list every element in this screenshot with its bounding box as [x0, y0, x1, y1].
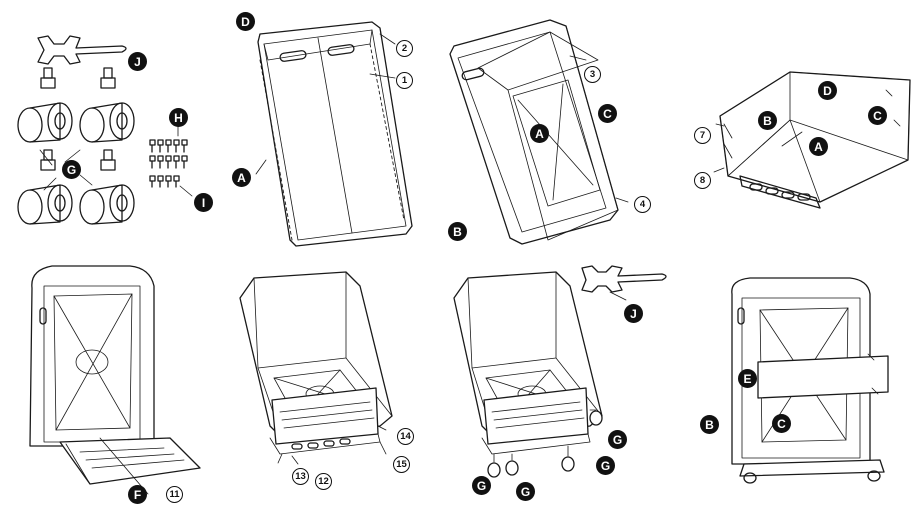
- label-a: A: [809, 137, 828, 156]
- label-g: G: [472, 476, 491, 495]
- label-g: G: [516, 482, 535, 501]
- label-a: A: [232, 168, 251, 187]
- label-d: D: [236, 12, 255, 31]
- cabinet-box-assembly-drawing: [713, 71, 911, 209]
- label-c: C: [598, 104, 617, 123]
- label-14: 14: [397, 428, 414, 445]
- caster-bottom-left: [17, 149, 73, 225]
- parts-illustration: [17, 35, 193, 225]
- caster-bottom-right: [79, 149, 135, 225]
- step-3-panel: D B C 7 A 8: [680, 0, 922, 258]
- label-c: C: [868, 106, 887, 125]
- caster-install-drawing: [453, 265, 667, 478]
- parts-panel: J H G I: [0, 0, 220, 258]
- label-13: 13: [292, 468, 309, 485]
- label-j: J: [128, 52, 147, 71]
- cabinet-front-base-drawing: [29, 265, 201, 495]
- screws-set: [149, 139, 188, 188]
- label-h: H: [169, 108, 188, 127]
- front-panel-install-drawing: [731, 277, 889, 484]
- label-e: E: [738, 369, 757, 388]
- label-b: B: [700, 415, 719, 434]
- step-7-panel: E B C: [680, 258, 922, 517]
- base-tray-assembly-drawing: [239, 271, 393, 465]
- label-11: 11: [166, 486, 183, 503]
- label-3: 3: [584, 66, 601, 83]
- label-4: 4: [634, 196, 651, 213]
- label-f: F: [128, 485, 147, 504]
- step-5-panel: 14 13 12 15: [220, 258, 438, 517]
- label-g: G: [608, 430, 627, 449]
- label-1: 1: [396, 72, 413, 89]
- label-7: 7: [694, 127, 711, 144]
- label-g: G: [62, 160, 81, 179]
- label-d: D: [818, 81, 837, 100]
- label-a: A: [530, 124, 549, 143]
- label-2: 2: [396, 40, 413, 57]
- step-2-panel: 3 A C 4 B: [438, 0, 680, 258]
- label-i: I: [194, 193, 213, 212]
- label-b: B: [758, 111, 777, 130]
- label-8: 8: [694, 172, 711, 189]
- label-12: 12: [315, 473, 332, 490]
- cabinet-back-panel-drawing: [255, 21, 413, 247]
- label-15: 15: [393, 456, 410, 473]
- step-4-panel: F 11: [0, 258, 220, 517]
- label-c: C: [772, 414, 791, 433]
- label-b: B: [448, 222, 467, 241]
- cabinet-side-panel-drawing: [449, 19, 629, 245]
- caster-top-right: [79, 67, 135, 143]
- wrench-drawing: [37, 35, 127, 65]
- caster-top-left: [17, 67, 73, 143]
- label-g: G: [596, 456, 615, 475]
- label-j: J: [624, 304, 643, 323]
- step-6-panel: J G G G G: [438, 258, 680, 517]
- step-1-panel: D 2 1 A: [220, 0, 438, 258]
